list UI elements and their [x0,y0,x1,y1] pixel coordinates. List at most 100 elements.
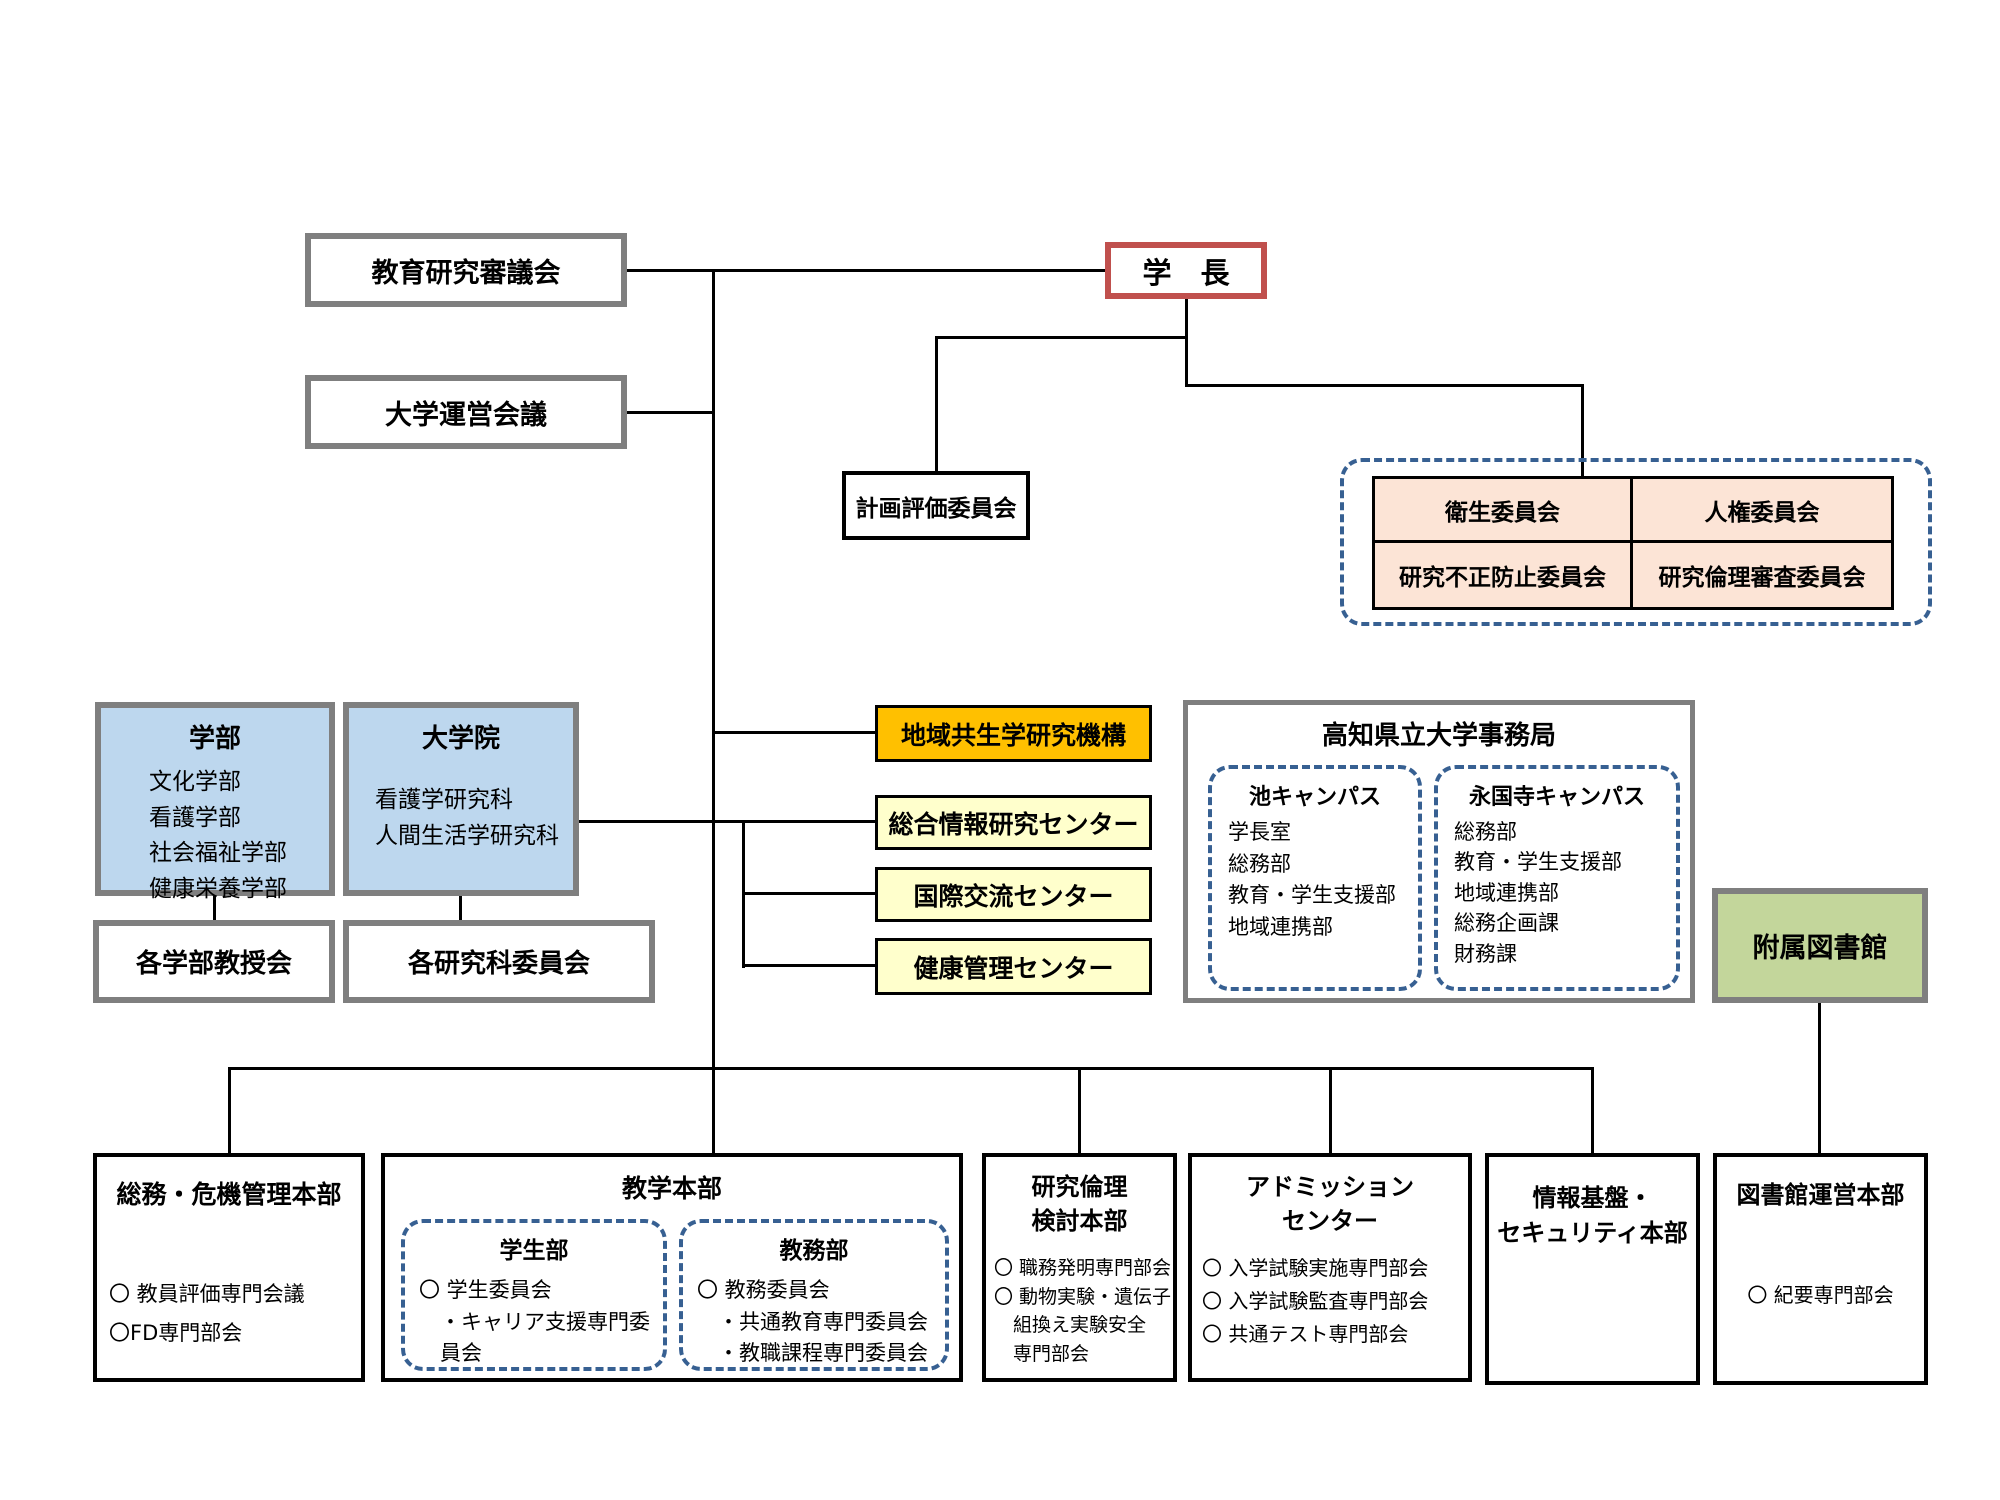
list-item: 専門部会 [1013,1342,1090,1365]
list-item: 地域連携部 [1228,914,1333,939]
committee-group-frame [1340,458,1932,626]
campus-title: 永国寺キャンパス [1468,785,1645,810]
connector-regional-org [712,731,875,734]
node-integrated-info-center: 総合情報研究センター [875,795,1152,850]
list-item: 看護学研究科 [375,787,513,813]
node-title: 高知県立大学事務局 [1321,721,1556,751]
node-graduate-school: 大学院 看護学研究科 人間生活学研究科 [343,702,579,896]
node-label: 教育研究審議会 [371,257,561,289]
list-item: 〇 入学試験実施専門部会 [1202,1256,1429,1281]
connector-drop-general-affairs [228,1067,231,1155]
connector-plan-drop [935,336,938,471]
node-title: 情報基盤・ セキュリティ本部 [1489,1157,1696,1251]
list-item: 〇 共通テスト専門部会 [1202,1322,1409,1347]
committee-label: 研究倫理審査委員会 [1658,565,1866,591]
connector-plan-branch-h [935,336,1187,339]
node-title: 学部 [188,724,241,754]
node-title: 教学本部 [621,1174,722,1203]
node-international-center: 国際交流センター [875,867,1152,922]
list-item: 地域連携部 [1454,880,1559,905]
node-plan-evaluation-committee: 計画評価委員会 [842,471,1030,540]
hq-list: 〇 紀要専門部会 [1717,1210,1924,1311]
node-research-ethics-hq: 研究倫理 検討本部 〇 職務発明専門部会 〇 動物実験・遺伝子 組換え実験安全 … [982,1153,1177,1382]
list-item: 看護学部 [149,804,241,831]
campus-list: 総務部 教育・学生支援部 地域連携部 総務企画課 財務課 [1438,811,1676,969]
student-division-frame: 学生部 〇 学生委員会 ・キャリア支援専門委員会 [401,1219,667,1371]
connector-committee-branch-h [1185,384,1583,387]
ike-campus-frame: 池キャンパス 学長室 総務部 教育・学生支援部 地域連携部 [1208,765,1422,991]
node-label: 地域共生学研究機構 [900,720,1126,750]
list-item: 〇 教務委員会 [697,1278,830,1302]
title-line: 研究倫理 [1031,1173,1128,1201]
campus-title: 池キャンパス [1248,785,1381,810]
list-item: 〇 入学試験監査専門部会 [1202,1289,1429,1314]
connector-health-center [742,964,875,967]
division-title: 学生部 [499,1238,569,1264]
division-list: 〇 学生委員会 ・キャリア支援専門委員会 [405,1265,663,1370]
title-line: 検討本部 [1031,1206,1128,1235]
hq-list: 〇 職務発明専門部会 〇 動物実験・遺伝子 組換え実験安全 専門部会 [986,1238,1173,1368]
list-item: 〇 紀要専門部会 [1747,1283,1894,1307]
list-item: 教育・学生支援部 [1454,850,1622,875]
node-title: アドミッション センター [1192,1157,1468,1238]
list-item: 総務部 [1228,851,1291,876]
node-label: 大学運営会議 [385,399,547,431]
node-label: 総合情報研究センター [888,809,1139,839]
node-title: 図書館運営本部 [1736,1181,1905,1209]
node-president: 学 長 [1105,242,1267,299]
node-label: 健康管理センター [913,953,1114,983]
committee-table: 衛生委員会 人権委員会 研究不正防止委員会 研究倫理審査委員会 [1372,476,1894,610]
list-item: 財務課 [1454,941,1517,966]
campus-list: 学長室 総務部 教育・学生支援部 地域連携部 [1212,811,1418,943]
list-item: 組換え実験安全 [1013,1314,1147,1337]
node-graduate-committees: 各研究科委員会 [343,920,655,1003]
node-university-management-meeting: 大学運営会議 [305,375,627,449]
list-item: 人間生活学研究科 [375,822,559,849]
eikokuji-campus-frame: 永国寺キャンパス 総務部 教育・学生支援部 地域連携部 総務企画課 財務課 [1434,765,1680,991]
title-line: セキュリティ本部 [1497,1218,1688,1247]
node-title: 研究倫理 検討本部 [986,1157,1173,1238]
connector-council-president [627,269,1105,272]
division-title: 教務部 [779,1238,849,1264]
connector-management-meeting [627,411,713,414]
list-item: 社会福祉学部 [149,840,287,867]
list-item: ・教職課程専門委員会 [718,1341,928,1365]
title-line: 情報基盤・ [1532,1184,1653,1212]
committee-cell: 研究倫理審査委員会 [1633,543,1891,607]
committee-label: 研究不正防止委員会 [1399,565,1606,591]
title-line: アドミッション [1246,1173,1414,1201]
graduate-list: 看護学研究科 人間生活学研究科 [349,755,573,854]
node-title: 大学院 [421,724,500,754]
list-item: 学長室 [1228,820,1291,844]
faculty-list: 文化学部 看護学部 社会福祉学部 健康栄養学部 [101,755,329,908]
node-library-management-hq: 図書館運営本部 〇 紀要専門部会 [1713,1153,1928,1385]
division-list: 〇 教務委員会 ・共通教育専門委員会 ・教職課程専門委員会 [683,1265,945,1370]
connector-committee-drop [1581,384,1584,478]
node-label: 附属図書館 [1752,933,1888,964]
connector-graduate-centers-h [579,820,875,823]
node-faculty-councils: 各学部教授会 [93,920,335,1003]
list-item: 総務企画課 [1454,911,1559,936]
connector-international-center [742,892,875,895]
list-item: 〇 教員評価専門会議 [109,1282,305,1306]
committee-cell: 衛生委員会 [1375,479,1633,543]
connector-faculties-drop [213,894,216,922]
node-label: 各研究科委員会 [407,949,590,979]
node-label: 国際交流センター [913,881,1114,911]
connector-drop-info-security [1591,1067,1594,1155]
connector-main-trunk [712,269,715,1155]
node-label: 各学部教授会 [135,949,292,979]
node-label: 学 長 [1142,255,1230,290]
list-item: 〇FD専門部会 [109,1320,243,1345]
node-title: 総務・危機管理本部 [116,1180,342,1209]
node-regional-coexistence-org: 地域共生学研究機構 [875,705,1152,762]
node-label: 計画評価委員会 [855,495,1017,522]
list-item: 教育・学生支援部 [1228,883,1396,907]
committee-cell: 人権委員会 [1633,479,1891,543]
connector-drop-research-ethics [1078,1067,1081,1155]
node-admin-office: 高知県立大学事務局 池キャンパス 学長室 総務部 教育・学生支援部 地域連携部 … [1183,700,1695,1003]
list-item: 〇 学生委員会 [419,1278,552,1302]
committee-label: 人権委員会 [1704,499,1820,526]
academic-division-frame: 教務部 〇 教務委員会 ・共通教育専門委員会 ・教職課程専門委員会 [679,1219,949,1371]
